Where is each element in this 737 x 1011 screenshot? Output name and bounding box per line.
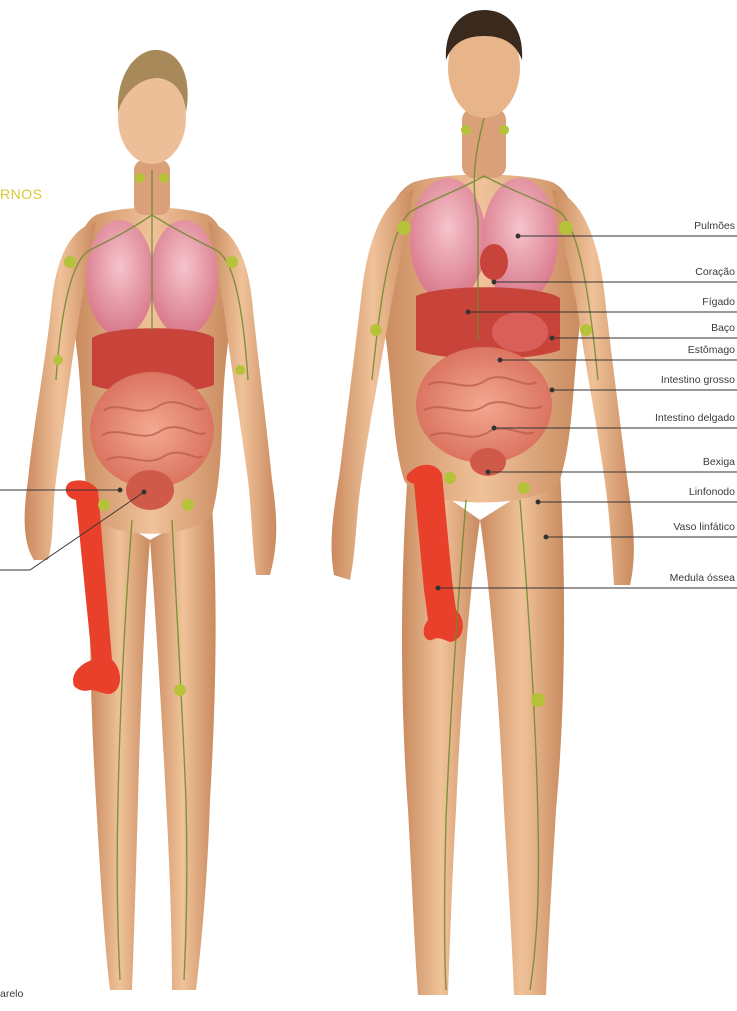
label-intestino-grosso: Intestino grosso <box>661 374 735 386</box>
female-figure <box>25 50 277 990</box>
heading-fragment: RNOS <box>0 186 42 202</box>
label-estomago: Estômago <box>688 344 735 356</box>
male-figure <box>332 10 634 995</box>
female-left-lung <box>86 220 154 336</box>
male-intestines <box>416 347 552 463</box>
label-bexiga: Bexiga <box>703 456 735 468</box>
male-stomach <box>492 312 548 352</box>
label-medula-ossea: Medula óssea <box>670 572 735 584</box>
label-figado: Fígado <box>702 296 735 308</box>
female-right-lung <box>150 220 218 336</box>
label-linfonodo: Linfonodo <box>689 486 735 498</box>
legend-fragment: arelo <box>0 988 23 1000</box>
label-baco: Baço <box>711 322 735 334</box>
label-vaso-linfatico: Vaso linfático <box>673 521 735 533</box>
female-bladder <box>126 470 174 510</box>
male-right-leg <box>480 470 564 995</box>
label-pulmoes: Pulmões <box>694 220 735 232</box>
female-right-leg <box>150 505 216 990</box>
label-coracao: Coração <box>695 266 735 278</box>
label-intestino-delgado: Intestino delgado <box>655 412 735 424</box>
male-heart <box>480 244 508 280</box>
